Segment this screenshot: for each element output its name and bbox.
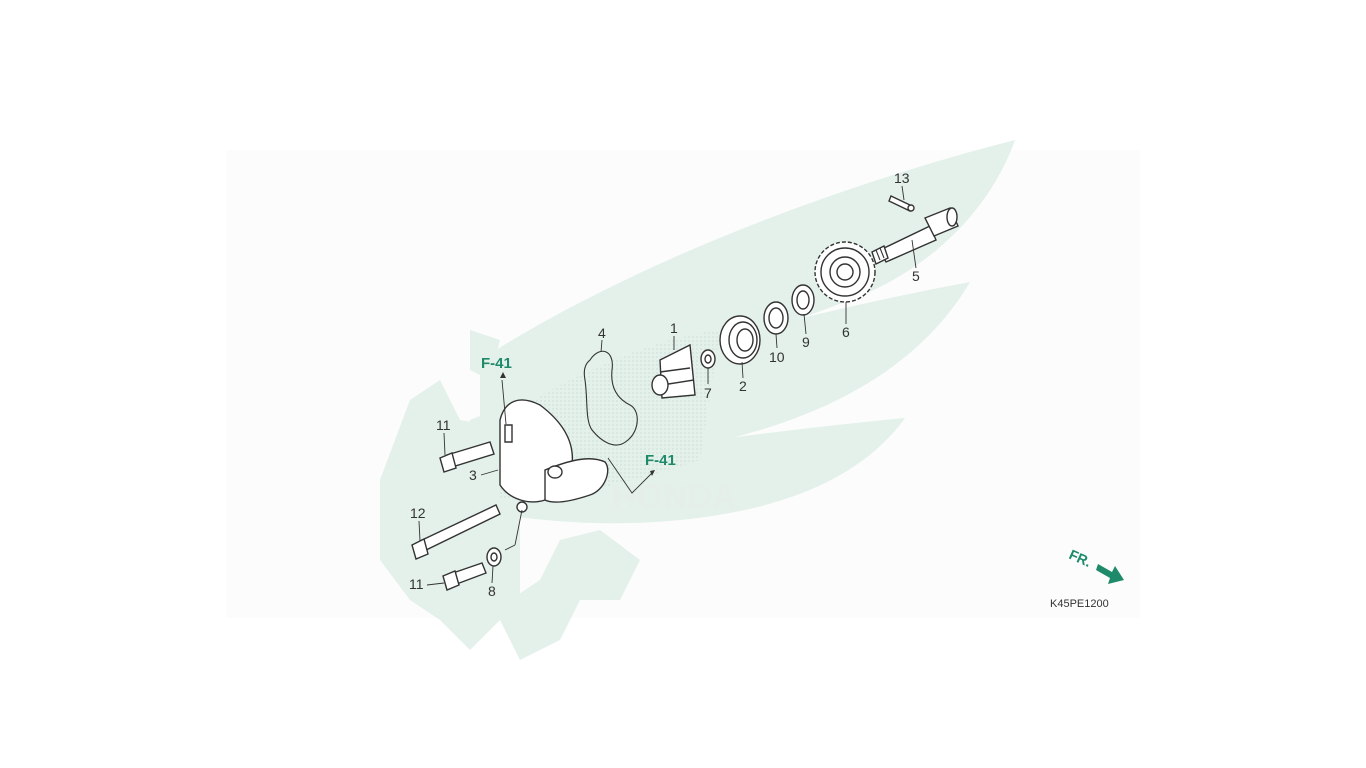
- honda-wing-watermark: HONDA: [380, 140, 1015, 660]
- callout-3: 3: [469, 467, 477, 483]
- part-6-gear: [814, 241, 876, 303]
- callout-9: 9: [802, 334, 810, 350]
- callout-10: 10: [769, 349, 785, 365]
- part-2-seal: [719, 315, 761, 365]
- part-13-pin: [888, 195, 915, 212]
- callout-7: 7: [704, 385, 712, 401]
- part-12-long-bolt: [411, 504, 501, 560]
- reference-f41-right[interactable]: F-41: [645, 452, 676, 469]
- callout-13: 13: [894, 170, 910, 186]
- diagram-code: K45PE1200: [1050, 598, 1109, 610]
- callout-1: 1: [670, 320, 678, 336]
- callout-11-upper: 11: [436, 417, 451, 433]
- part-11-bolt-upper: [439, 441, 495, 473]
- part-4-gasket: [583, 350, 638, 446]
- reference-f41-top[interactable]: F-41: [481, 355, 512, 372]
- leader-lines: [418, 185, 917, 586]
- part-9-washer: [791, 284, 815, 316]
- watermark-text: HONDA: [612, 478, 737, 516]
- callout-4: 4: [598, 325, 606, 341]
- callout-6: 6: [842, 324, 850, 340]
- callout-2: 2: [739, 378, 747, 394]
- front-arrow-icon: [1096, 564, 1124, 584]
- callout-12: 12: [410, 505, 426, 521]
- part-8-washer: [486, 547, 502, 567]
- part-7-washer: [700, 349, 716, 369]
- part-10-bearing: [763, 301, 789, 335]
- callout-5: 5: [912, 268, 920, 284]
- part-3-pump-cover: [499, 399, 609, 513]
- part-11-bolt-lower: [442, 562, 487, 591]
- callout-11-lower: 11: [409, 576, 424, 592]
- callout-8: 8: [488, 583, 496, 599]
- part-5-shaft: [871, 207, 959, 265]
- part-1-impeller: [651, 343, 696, 399]
